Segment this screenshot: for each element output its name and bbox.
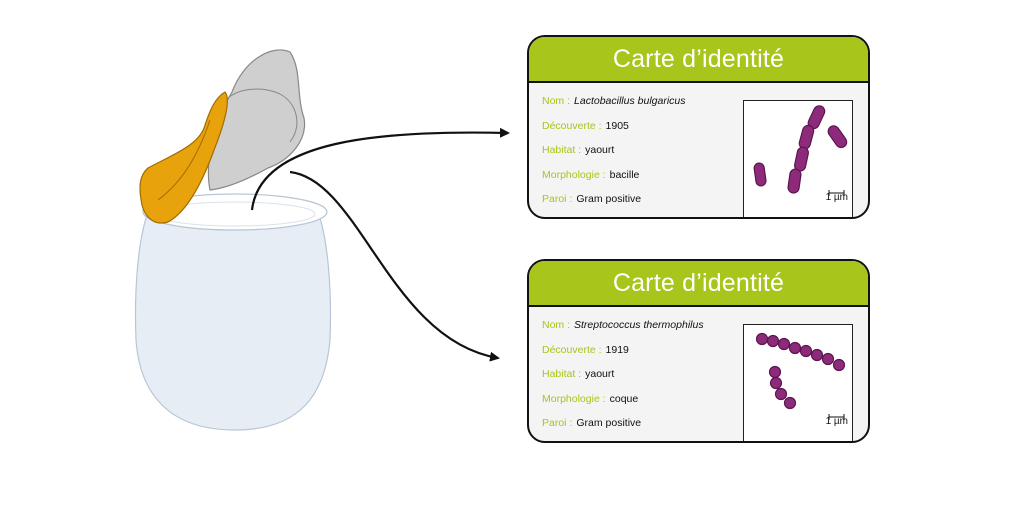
lid-fold-line [227,88,298,143]
field-value: yaourt [585,368,615,380]
bacillus-cell [794,146,809,172]
card-title: Carte d’identité [529,37,868,83]
field-label: Habitat : [542,368,582,380]
field-label: Découverte : [542,343,602,356]
coccus-cell [799,344,813,358]
micrograph-coccus: 1 µm [743,324,853,441]
lid-orange-fold [157,119,211,201]
field-paroi: Paroi :Gram positive [542,417,742,441]
field-label: Habitat : [542,144,582,156]
arrow-to-card-2 [289,170,500,362]
field-morphologie: Morphologie :coque [542,393,742,418]
bacillus-cell [827,125,848,149]
scale-label: 1 µm [825,192,848,203]
coccus-cell [768,365,782,379]
field-value: Gram positive [576,193,642,205]
field-value: coque [609,392,639,405]
field-value: 1905 [605,119,629,132]
field-habitat: Habitat :yaourt [542,144,742,169]
rod-bacteria-illustration [753,105,848,196]
coccus-cell [769,376,783,390]
coccus-cell [766,334,780,348]
yogurt-lid [139,49,306,224]
field-label: Morphologie : [542,392,606,405]
field-decouverte: Découverte :1919 [542,344,742,369]
coccus-chain-illustration [755,332,846,420]
identity-card-1: Carte d’identité Nom :Lactobacillus bulg… [527,35,870,219]
coccus-cell [832,358,846,372]
arrow-to-card-1 [250,127,510,211]
field-decouverte: Découverte :1905 [542,120,742,145]
field-paroi: Paroi :Gram positive [542,193,742,217]
coccus-cell [821,352,835,366]
field-label: Découverte : [542,119,602,132]
bacillus-cell [787,168,802,194]
field-value: Lactobacillus bulgaricus [574,95,686,107]
bacillus-cell [753,162,767,187]
field-nom: Nom :Lactobacillus bulgaricus [542,95,742,120]
lid-orange-part [139,91,228,224]
field-label: Paroi : [542,417,573,429]
coccus-cell [755,332,769,346]
coccus-cell [777,337,791,351]
field-label: Nom : [542,319,571,331]
lid-gray-part [207,49,306,191]
coccus-cell [810,348,824,362]
coccus-cell [783,396,797,410]
field-label: Paroi : [542,193,573,205]
field-nom: Nom :Streptococcus thermophilus [542,319,742,344]
card-fields: Nom :Streptococcus thermophilus Découver… [542,319,742,441]
scale-label: 1 µm [825,416,848,427]
field-value: Gram positive [576,417,642,429]
field-morphologie: Morphologie :bacille [542,169,742,194]
field-value: Streptococcus thermophilus [574,319,704,331]
bacillus-cell [798,124,815,150]
field-value: yaourt [585,144,615,156]
coccus-cell [788,341,802,355]
identity-card-2: Carte d’identité Nom :Streptococcus ther… [527,259,870,443]
field-value: bacille [609,168,640,181]
field-label: Morphologie : [542,168,606,181]
field-label: Nom : [542,95,571,107]
coccus-cell [774,387,788,401]
card-fields: Nom :Lactobacillus bulgaricus Découverte… [542,95,742,217]
card-title: Carte d’identité [529,261,868,307]
micrograph-bacillus: 1 µm [743,100,853,217]
field-habitat: Habitat :yaourt [542,368,742,393]
yogurt-pot [134,193,332,431]
field-value: 1919 [605,343,629,356]
